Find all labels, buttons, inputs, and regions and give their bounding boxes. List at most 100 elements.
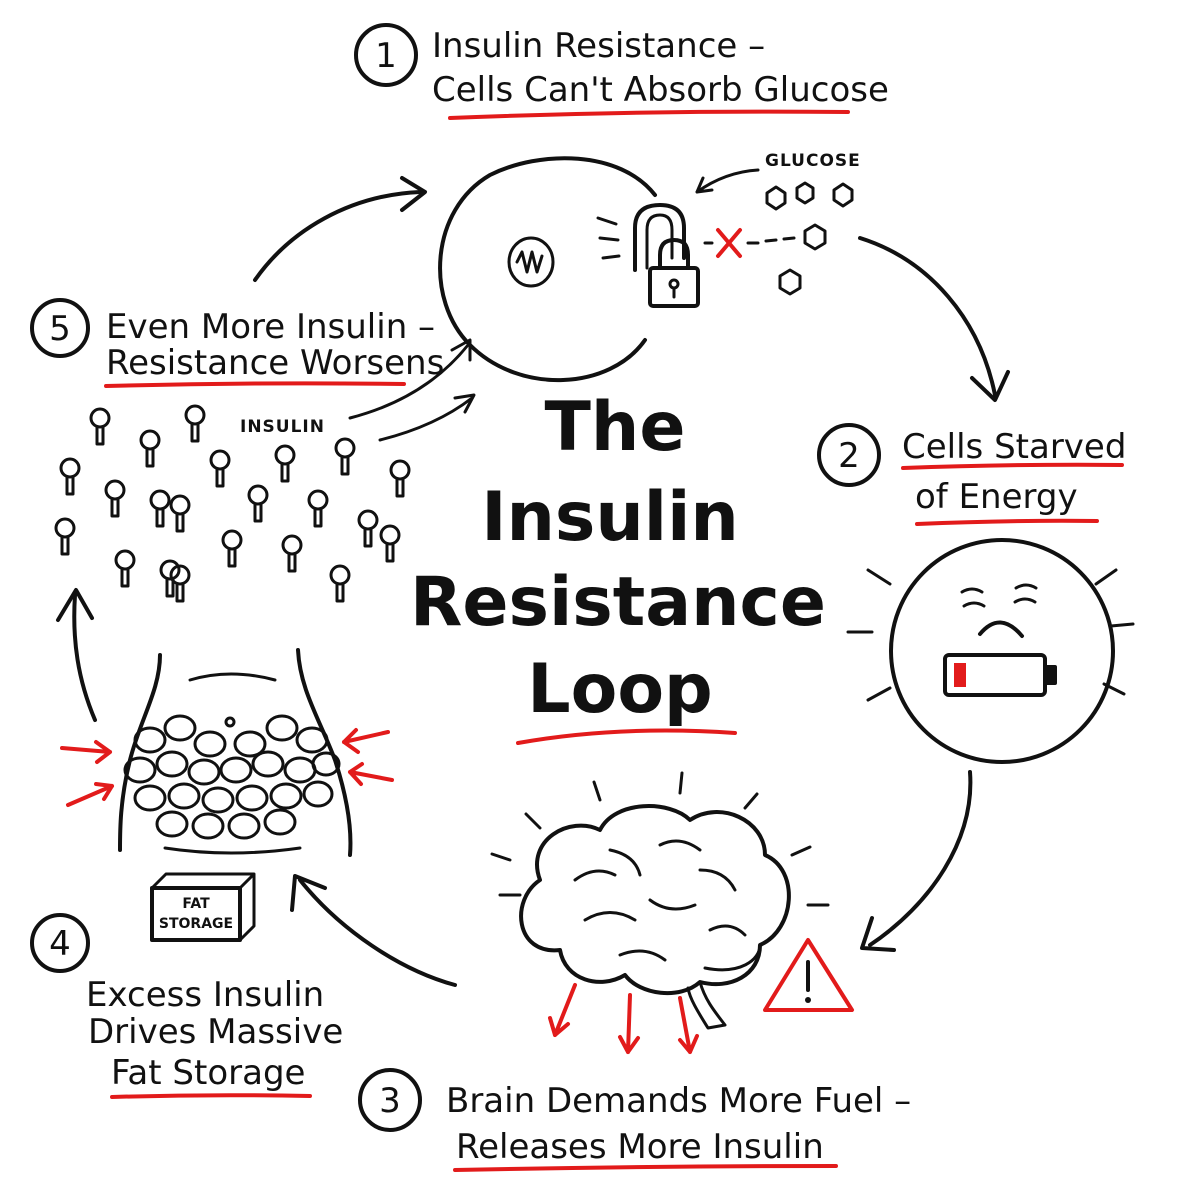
- insulin-key: [89, 407, 111, 446]
- fat-storage-label-1: FAT: [182, 896, 210, 912]
- insulin-release-arrow-1: [548, 983, 577, 1037]
- tired-eyes: [960, 583, 1038, 608]
- pressure-arrow-3: [342, 728, 390, 754]
- step-2-number-circle: [817, 423, 881, 487]
- fat-cells: [123, 714, 341, 840]
- insulin-key: [139, 429, 161, 468]
- insulin-key: [184, 404, 206, 443]
- step-4-number: 4: [49, 924, 71, 964]
- brain-icon: [490, 771, 830, 1054]
- cerebellum: [703, 943, 762, 972]
- cell-icon: [438, 156, 657, 383]
- pressure-arrow-2: [66, 782, 114, 807]
- insulin-release-arrow-2: [618, 993, 640, 1054]
- insulin-key: [389, 459, 411, 498]
- title-underline: [516, 728, 737, 745]
- step-3-underline: [453, 1164, 838, 1172]
- pressure-arrow-4: [348, 762, 394, 786]
- insulin-key: [169, 494, 191, 533]
- arrow-step1-to-step2: [858, 236, 997, 397]
- insulin-key: [54, 517, 76, 556]
- glucose-pointer-arrow: [695, 168, 760, 194]
- insulin-key: [159, 559, 181, 598]
- step-3-number-circle: [358, 1068, 422, 1132]
- step-2-underline-1: [901, 462, 1124, 470]
- insulin-key: [221, 529, 243, 568]
- insulin-key: [209, 449, 231, 488]
- glucose-hexagon-icon: [765, 181, 854, 296]
- padlock-icon: [596, 203, 796, 308]
- insulin-key: [281, 534, 303, 573]
- insulin-key-icon: [54, 404, 411, 603]
- insulin-key: [247, 484, 269, 523]
- step-5-number-circle: [30, 298, 90, 358]
- step-1-number: 1: [375, 36, 397, 76]
- arrow-step5-to-step1: [253, 190, 422, 282]
- insulin-key: [379, 524, 401, 563]
- blocked-x-icon: [716, 228, 742, 258]
- step-3-number: 3: [379, 1081, 401, 1121]
- step-2: 2 Cells Starved of Energy: [817, 423, 1126, 526]
- cycle-arrows: [56, 176, 1010, 987]
- step-4-line-2: Drives Massive: [88, 1012, 343, 1052]
- insulin-key: [357, 509, 379, 548]
- title-line-3: Resistance: [410, 563, 826, 642]
- step-1-line-2: Cells Can't Absorb Glucose: [432, 70, 889, 110]
- arrow-step4-to-step5: [72, 593, 97, 722]
- step-5-number: 5: [49, 309, 71, 349]
- warning-icon: [763, 938, 854, 1012]
- step-2-number: 2: [838, 436, 860, 476]
- arrow-step2-to-step3: [868, 770, 973, 947]
- step-5-line-1: Even More Insulin –: [106, 307, 435, 347]
- energy-rays: [846, 568, 1135, 702]
- insulin-to-cell-arrow-1: [348, 343, 470, 420]
- arrow-step3-to-step4: [298, 878, 457, 987]
- step-4-number-circle: [30, 913, 90, 973]
- diagram-title: The Insulin Resistance Loop: [410, 388, 826, 745]
- title-line-2: Insulin: [481, 478, 739, 557]
- insulin-key: [104, 479, 126, 518]
- insulin-release-arrow-3: [678, 996, 699, 1054]
- step-3: 3 Brain Demands More Fuel – Releases Mor…: [358, 1068, 911, 1172]
- cell-nucleus-icon: [507, 236, 555, 288]
- step-1-line-1: Insulin Resistance –: [432, 26, 765, 66]
- frown-mouth: [978, 620, 1024, 638]
- insulin-key: [149, 489, 171, 528]
- insulin-key: [307, 489, 329, 528]
- step-1-underline: [448, 109, 850, 120]
- insulin-label: INSULIN: [240, 417, 325, 437]
- pressure-arrow-1: [60, 740, 112, 764]
- step-2-underline-2: [915, 518, 1099, 526]
- step-5-line-2: Resistance Worsens: [106, 343, 444, 383]
- step-4-line-1: Excess Insulin: [86, 975, 324, 1015]
- insulin-key: [59, 457, 81, 496]
- step-3-line-2: Releases More Insulin: [456, 1127, 824, 1167]
- insulin-label-text: INSULIN: [240, 417, 325, 437]
- glucose-label: GLUCOSE: [695, 151, 861, 194]
- step-2-line-1: Cells Starved: [902, 427, 1126, 467]
- step-4-line-3: Fat Storage: [111, 1053, 305, 1093]
- brain-stem: [686, 980, 727, 1030]
- insulin-key: [334, 437, 356, 476]
- step-2-line-2: of Energy: [915, 477, 1078, 517]
- sad-face-icon: [846, 538, 1135, 764]
- step-1: 1 Insulin Resistance – Cells Can't Absor…: [354, 23, 889, 120]
- title-line-1: The: [545, 388, 686, 467]
- insulin-key: [114, 549, 136, 588]
- insulin-key: [329, 564, 351, 603]
- step-1-number-circle: [354, 23, 418, 87]
- insulin-key: [274, 444, 296, 483]
- step-5-underline: [104, 381, 406, 388]
- title-line-4: Loop: [527, 650, 712, 729]
- battery-charge-fill: [954, 663, 966, 687]
- step-3-line-1: Brain Demands More Fuel –: [446, 1081, 911, 1121]
- step-5: 5 Even More Insulin – Resistance Worsens: [30, 298, 444, 388]
- insulin-to-cell-arrow-2: [378, 396, 474, 442]
- low-battery-icon: [943, 653, 1057, 697]
- brain-rays: [490, 771, 830, 907]
- navel: [224, 716, 236, 728]
- glucose-label-text: GLUCOSE: [765, 151, 861, 171]
- step-4-underline: [110, 1093, 312, 1099]
